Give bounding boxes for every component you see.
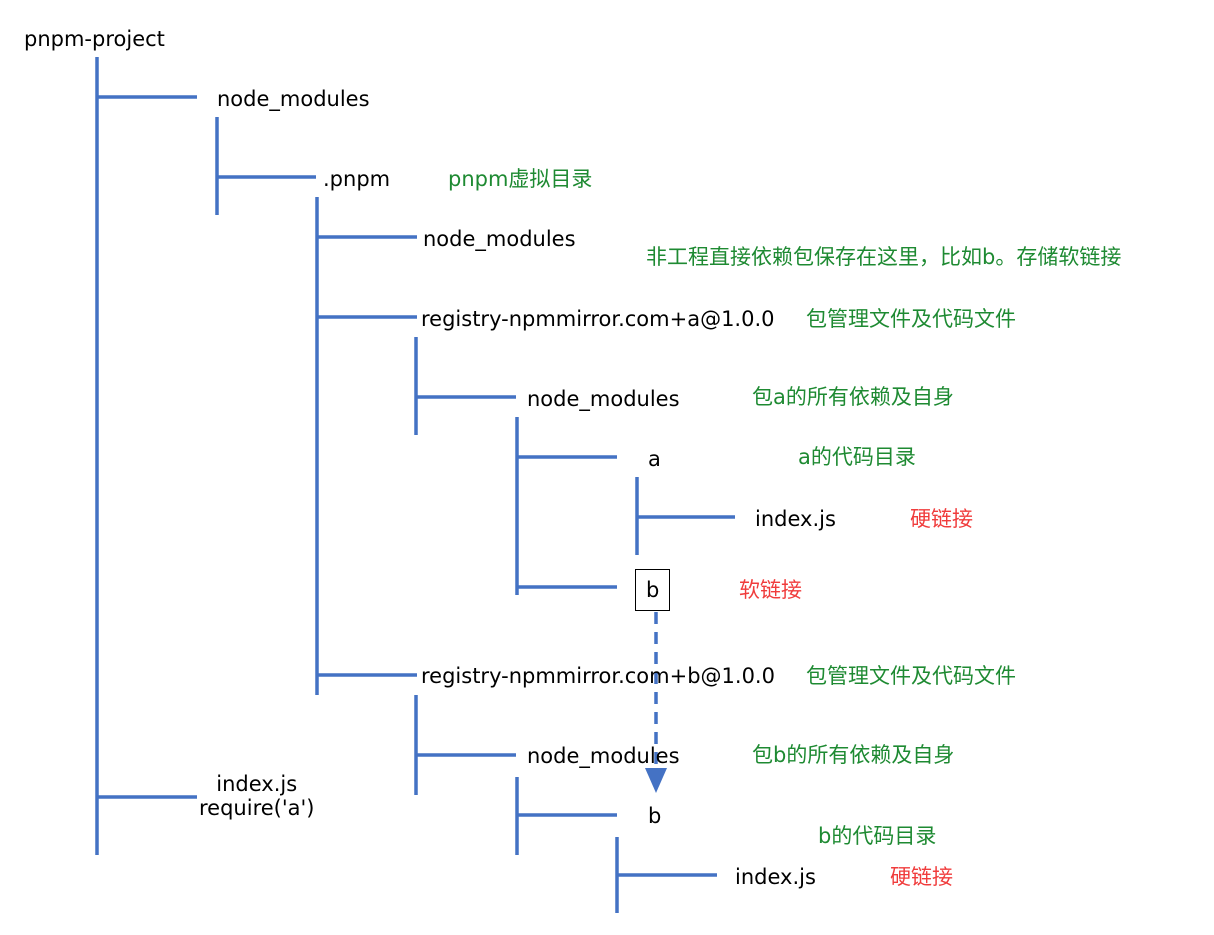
b-soft-link-note: 软链接 xyxy=(739,578,802,602)
b-hard-link-note: 硬链接 xyxy=(890,865,953,889)
pkg-a-dir-label: registry-npmmirror.com+a@1.0.0 xyxy=(421,307,775,331)
pnpm-dir-label: .pnpm xyxy=(323,167,391,191)
root-folder-label: pnpm-project xyxy=(24,27,165,51)
tree-connectors xyxy=(95,57,735,913)
a-index-file-label: index.js xyxy=(755,507,836,531)
soft-link-arrow xyxy=(645,612,667,793)
non-direct-deps-note: 非工程直接依赖包保存在这里，比如b。存储软链接 xyxy=(646,245,1122,269)
project-index-file-label: index.js require('a') xyxy=(199,772,315,820)
pkg-a-deps-note: 包a的所有依赖及自身 xyxy=(752,385,954,409)
a-code-dir-note: a的代码目录 xyxy=(798,445,916,469)
pkg-a-files-note: 包管理文件及代码文件 xyxy=(806,307,1016,331)
b-index-file-label: index.js xyxy=(735,865,816,889)
pkg-b-deps-note: 包b的所有依赖及自身 xyxy=(752,743,955,767)
pnpm-node-modules-label: node_modules xyxy=(423,227,576,251)
b-soft-link-box: b xyxy=(635,569,671,611)
root-node-modules-label: node_modules xyxy=(217,87,370,111)
pnpm-virtual-dir-note: pnpm虚拟目录 xyxy=(448,167,593,191)
a-hard-link-note: 硬链接 xyxy=(910,507,973,531)
pkg-b-dir-label: registry-npmmirror.com+b@1.0.0 xyxy=(421,664,775,688)
b-node-modules-label: node_modules xyxy=(527,744,680,768)
a-folder-label: a xyxy=(648,447,661,471)
soft-link-arrowhead xyxy=(645,768,667,793)
b-code-dir-note: b的代码目录 xyxy=(818,824,937,848)
pkg-b-files-note: 包管理文件及代码文件 xyxy=(806,664,1016,688)
a-node-modules-label: node_modules xyxy=(527,387,680,411)
b-folder-label: b xyxy=(648,804,662,828)
